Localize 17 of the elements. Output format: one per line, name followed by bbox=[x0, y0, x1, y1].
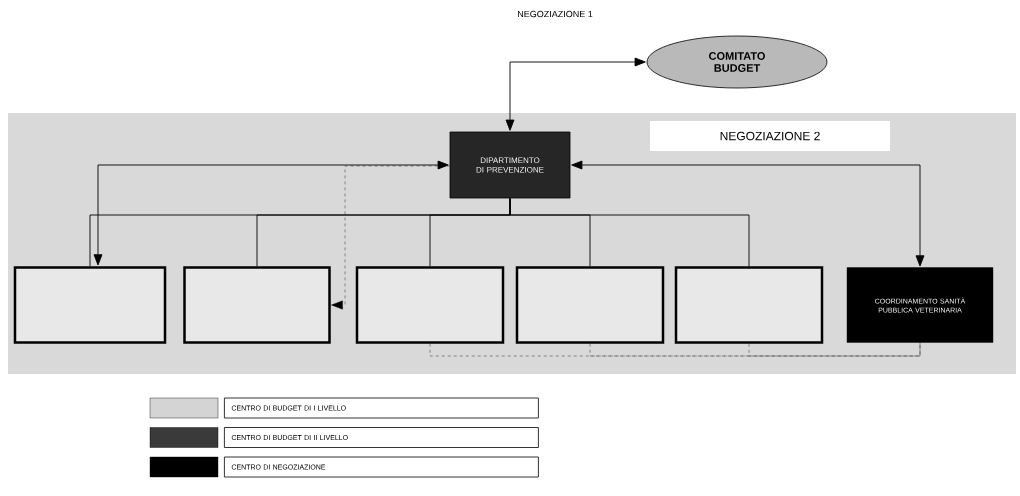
unit-box bbox=[674, 266, 824, 344]
unit-box bbox=[515, 266, 665, 344]
heading-label: NEGOZIAZIONE 2 bbox=[650, 121, 890, 151]
connector bbox=[571, 160, 925, 267]
connector bbox=[331, 165, 450, 310]
connector bbox=[589, 342, 921, 357]
connector bbox=[748, 342, 921, 357]
connector bbox=[509, 197, 750, 267]
ellipse-node: COMITATO BUDGET bbox=[646, 35, 828, 89]
unit-box bbox=[183, 266, 331, 344]
unit-box bbox=[355, 266, 505, 344]
connector bbox=[505, 57, 646, 131]
connector bbox=[93, 160, 449, 266]
connector bbox=[429, 342, 921, 357]
heading: NEGOZIAZIONE 1 bbox=[518, 10, 593, 18]
department-box: DIPARTIMENTO DI PREVENZIONE bbox=[449, 131, 571, 199]
unit-box bbox=[13, 266, 167, 344]
